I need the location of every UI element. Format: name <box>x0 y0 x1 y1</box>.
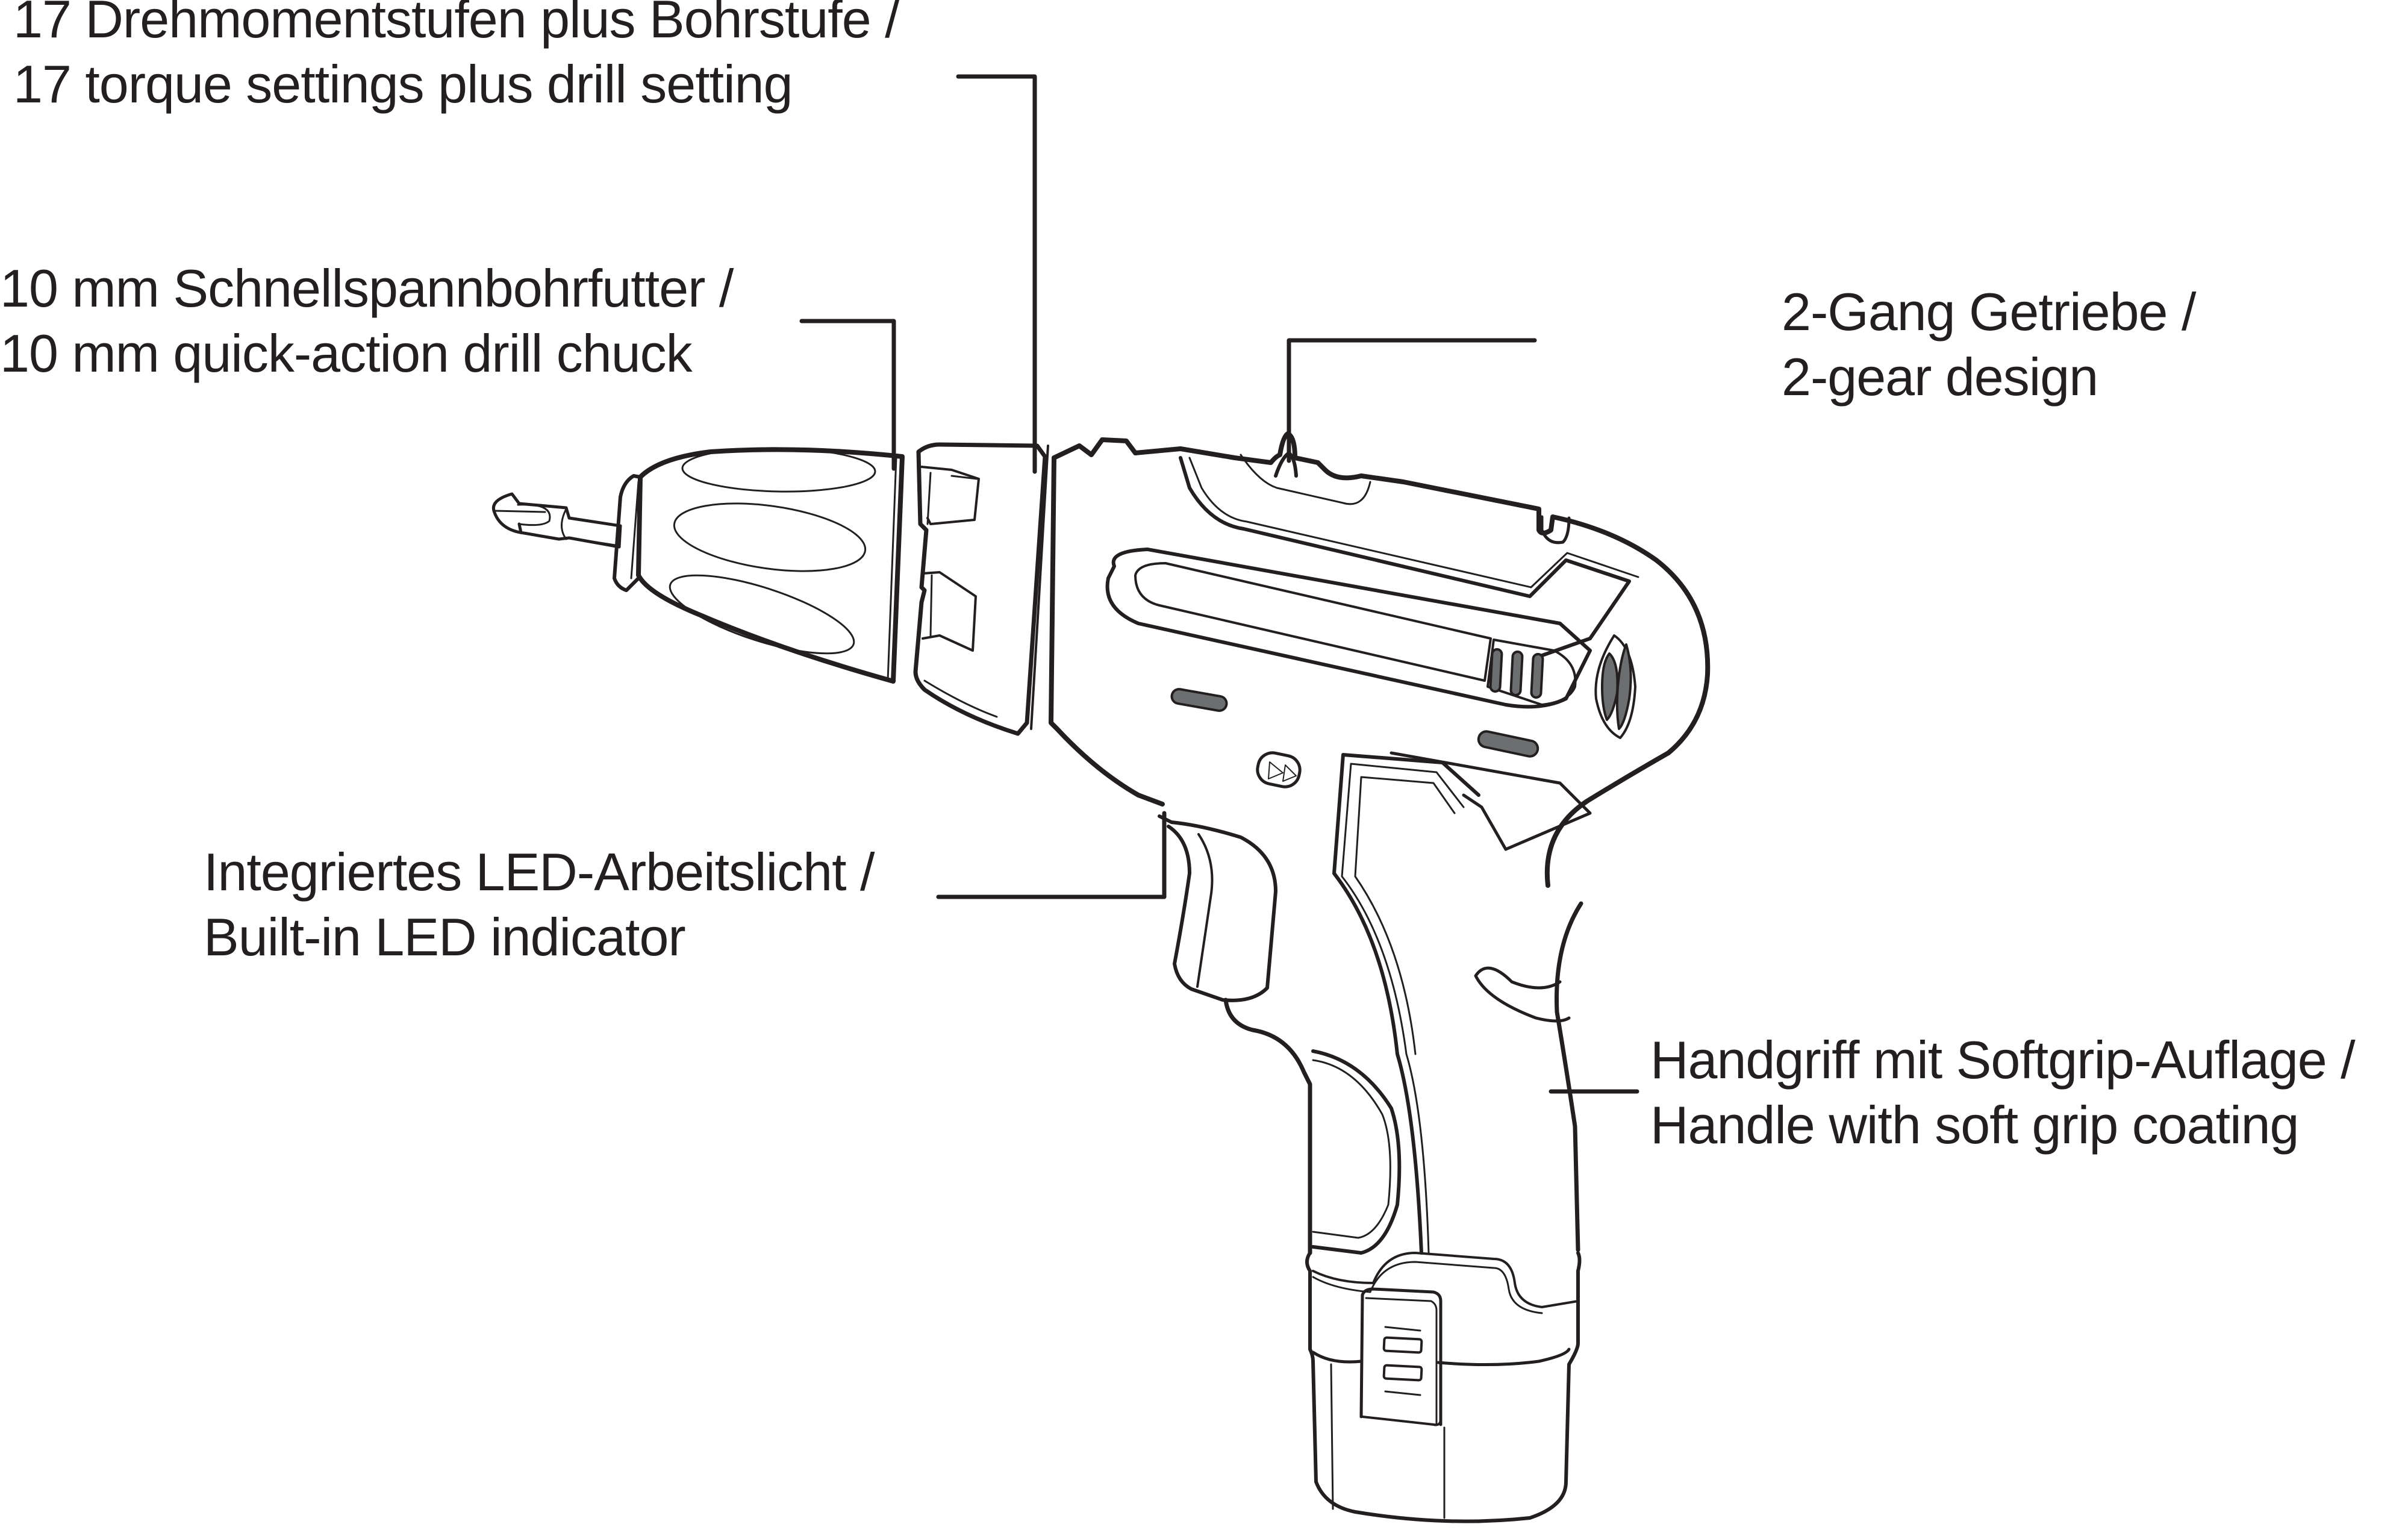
leader-line-chuck <box>799 319 896 471</box>
handle <box>1223 753 1583 1255</box>
callout-led-light: Integriertes LED-Arbeitslicht / Built-in… <box>204 840 875 970</box>
leader-line-gear <box>1287 338 1537 463</box>
leader-line-led <box>936 811 1167 899</box>
callout-torque-de: 17 Drehmomentstufen plus Bohrstufe / <box>13 0 900 49</box>
trigger <box>1158 814 1277 1002</box>
drill-body <box>1049 431 1711 888</box>
battery-pack <box>1305 1251 1582 1523</box>
callout-handle-en: Handle with soft grip coating <box>1650 1095 2299 1155</box>
callout-chuck-de: 10 mm Schnellspannbohrfutter / <box>0 258 734 318</box>
side-slot-left <box>1170 688 1228 712</box>
vent-slots-front <box>1486 638 1577 706</box>
torque-collar <box>913 442 1049 736</box>
callout-torque-en: 17 torque settings plus drill setting <box>13 54 793 114</box>
callout-chuck-en: 10 mm quick-action drill chuck <box>0 323 693 383</box>
chuck-grip-1 <box>681 447 876 493</box>
callout-gear-de: 2-Gang Getriebe / <box>1782 282 2196 342</box>
callout-led-en: Built-in LED indicator <box>204 907 686 967</box>
vent-slots-rear <box>1594 634 1636 739</box>
callout-handle-de: Handgriff mit Softgrip-Auflage / <box>1650 1030 2356 1090</box>
callout-drill-chuck: 10 mm Schnellspannbohrfutter / 10 mm qui… <box>0 256 734 386</box>
screwdriver-bit <box>491 492 622 549</box>
double-right-triangle-icon <box>1268 761 1297 782</box>
callout-gear-en: 2-gear design <box>1782 347 2098 407</box>
leader-lines <box>799 74 1639 1094</box>
callout-handle-grip: Handgriff mit Softgrip-Auflage / Handle … <box>1650 1028 2356 1158</box>
chuck-grip-2 <box>673 502 867 572</box>
battery-release-clip <box>1359 1287 1443 1426</box>
drill-chuck <box>613 447 905 684</box>
chuck-grip-3 <box>669 574 855 655</box>
side-slot-right <box>1477 730 1539 758</box>
leader-line-torque <box>956 74 1037 474</box>
callout-gear-design: 2-Gang Getriebe / 2-gear design <box>1782 279 2196 410</box>
callout-torque-settings: 17 Drehmomentstufen plus Bohrstufe / 17 … <box>13 0 900 117</box>
callout-led-de: Integriertes LED-Arbeitslicht / <box>204 842 875 902</box>
direction-switch <box>1256 751 1302 788</box>
